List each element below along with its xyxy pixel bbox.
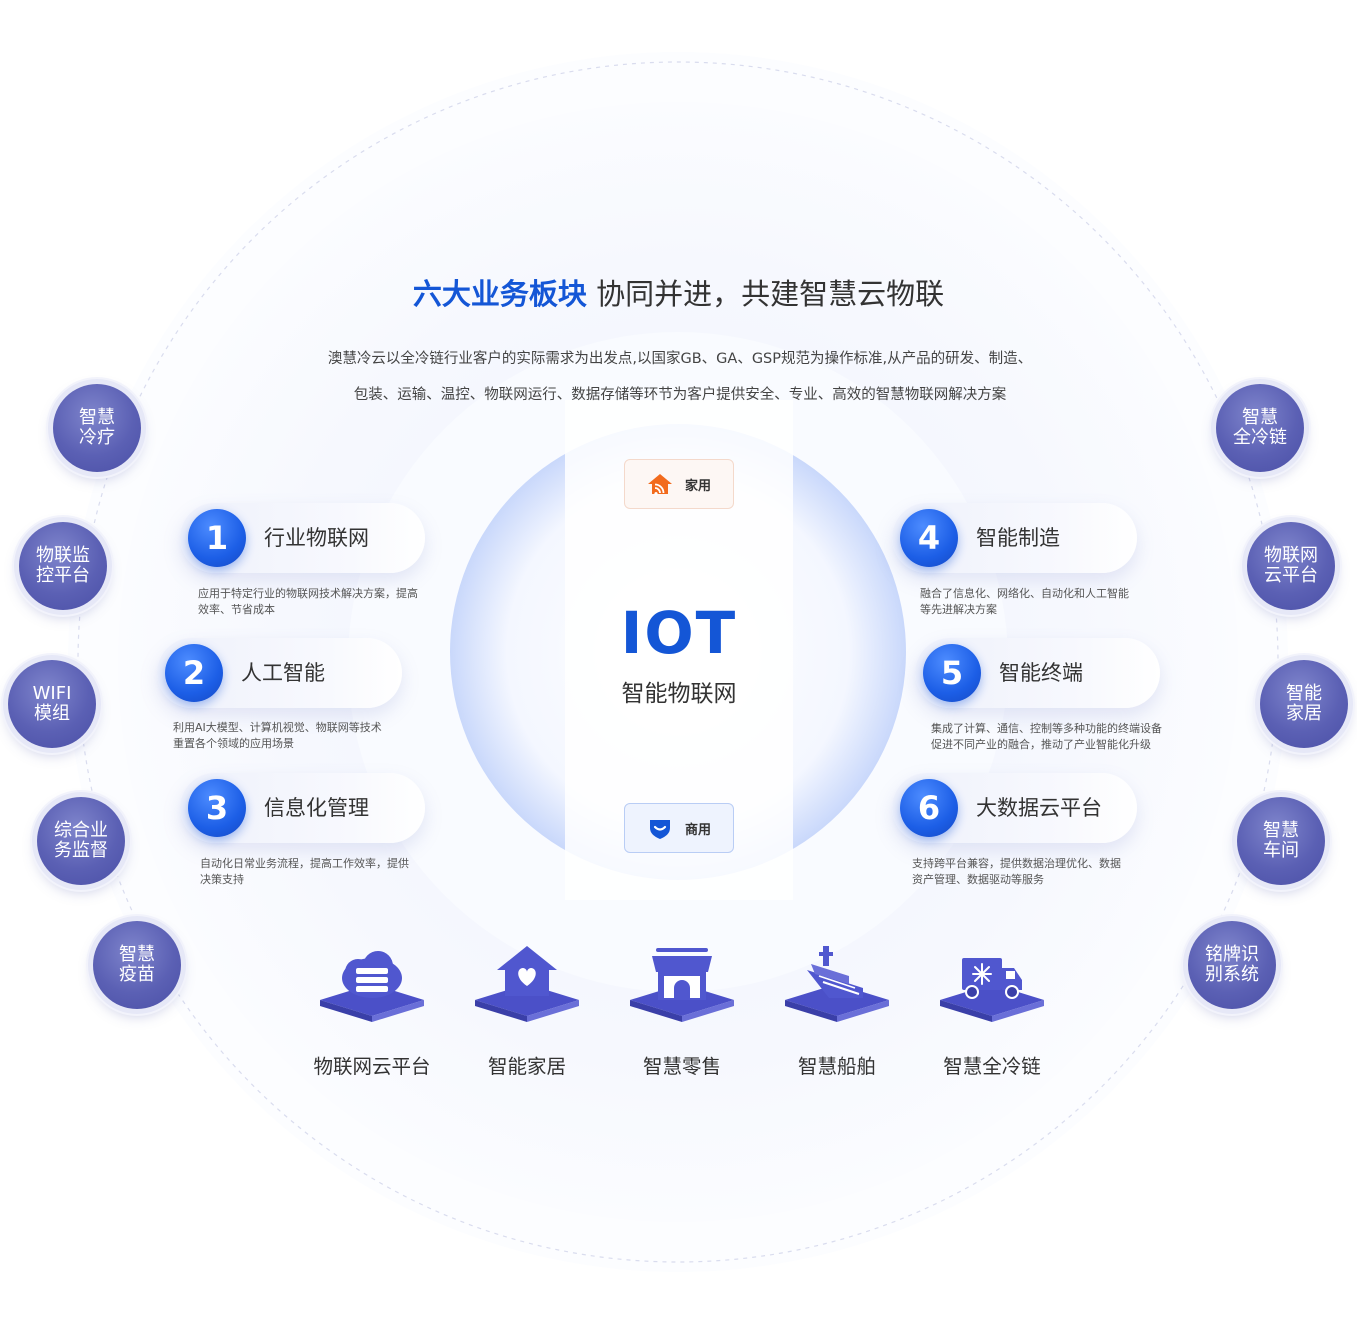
bubble-smart-cold-chain[interactable]: 智慧 全冷链 [1216,384,1304,472]
platform-iot-cloud[interactable]: 物联网云平台 [302,940,442,1090]
module-label: 人工智能 [241,661,325,685]
module-number: 1 [188,509,246,567]
ship-icon [785,946,889,1022]
bubble-nameplate-recognition[interactable]: 铭牌识 别系统 [1188,921,1276,1009]
platform-smart-ship[interactable]: 智慧船舶 [767,940,907,1090]
module-desc: 融合了信息化、网络化、自动化和人工智能 等先进解决方案 [920,587,1129,616]
module-number: 3 [188,779,246,837]
cloud-server-icon [320,951,424,1022]
description-line-1: 澳慧冷云以全冷链行业客户的实际需求为出发点,以国家GB、GA、GSP规范为操作标… [327,351,1033,367]
module-number: 2 [165,644,223,702]
platform-smart-retail[interactable]: 智慧零售 [612,940,752,1090]
bubble-iot-monitoring-platform[interactable]: 物联监 控平台 [19,522,107,610]
module-pill-3[interactable]: 3 信息化管理 [180,773,425,843]
module-number: 4 [900,509,958,567]
bubble-smart-workshop[interactable]: 智慧 车间 [1237,797,1325,885]
platform-label: 物联网云平台 [313,1055,431,1078]
bubble-iot-cloud-platform[interactable]: 物联网 云平台 [1247,522,1335,610]
description-line-2: 包装、运输、温控、物联网运行、数据存储等环节为客户提供安全、专业、高效的智慧物联… [353,387,1007,403]
module-desc: 集成了计算、通信、控制等多种功能的终端设备 促进不同产业的融合，推动了产业智能化… [931,722,1162,751]
platform-label: 智慧船舶 [797,1055,876,1078]
bubble-smart-vaccine[interactable]: 智慧 疫苗 [93,921,181,1009]
bubble-smart-home[interactable]: 智能 家居 [1260,660,1348,748]
module-pill-1[interactable]: 1 行业物联网 [180,503,425,573]
module-label: 行业物联网 [264,526,369,550]
home-wifi-icon [647,474,672,496]
iot-title: IOT [620,599,738,667]
bubble-wifi-module[interactable]: WIFI 模组 [8,660,96,748]
bubble-smart-cold-therapy[interactable]: 智慧 冷疗 [53,384,141,472]
bubble-business-supervision[interactable]: 综合业 务监督 [37,797,125,885]
home-tag-label: 家用 [684,478,711,494]
page-title: 六大业务板块 协同并进，共建智慧云物联 [0,274,1357,314]
module-label: 信息化管理 [264,796,369,820]
module-desc: 自动化日常业务流程，提高工作效率，提供 决策支持 [200,857,409,886]
iot-subtitle: 智能物联网 [621,681,737,707]
shield-icon [649,820,670,839]
module-desc: 支持跨平台兼容，提供数据治理优化、数据 资产管理、数据驱动等服务 [912,857,1121,886]
storefront-icon [630,948,734,1022]
module-label: 大数据云平台 [976,796,1102,820]
commercial-tag-label: 商用 [684,822,711,838]
module-desc: 利用AI大模型、计算机视觉、物联网等技术 重置各个领域的应用场景 [173,721,382,750]
refrigerated-truck-icon [940,958,1044,1022]
module-pill-4[interactable]: 4 智能制造 [892,503,1137,573]
house-heart-icon [475,946,579,1022]
module-pill-2[interactable]: 2 人工智能 [157,638,402,708]
platform-label: 智能家居 [487,1055,566,1078]
platform-label: 智慧全冷链 [943,1055,1041,1078]
platform-smart-home[interactable]: 智能家居 [457,940,597,1090]
module-desc: 应用于特定行业的物联网技术解决方案，提高 效率、节省成本 [198,587,418,616]
module-label: 智能终端 [999,661,1083,685]
platform-smart-cold-chain[interactable]: 智慧全冷链 [922,940,1062,1090]
module-pill-6[interactable]: 6 大数据云平台 [892,773,1137,843]
title-rest: 协同并进，共建智慧云物联 [596,277,945,311]
module-number: 5 [923,644,981,702]
home-tag[interactable]: 家用 [624,459,734,509]
module-label: 智能制造 [976,526,1060,550]
platform-label: 智慧零售 [642,1055,721,1078]
title-highlight: 六大业务板块 [412,277,587,311]
module-number: 6 [900,779,958,837]
commercial-tag[interactable]: 商用 [624,803,734,853]
module-pill-5[interactable]: 5 智能终端 [915,638,1160,708]
